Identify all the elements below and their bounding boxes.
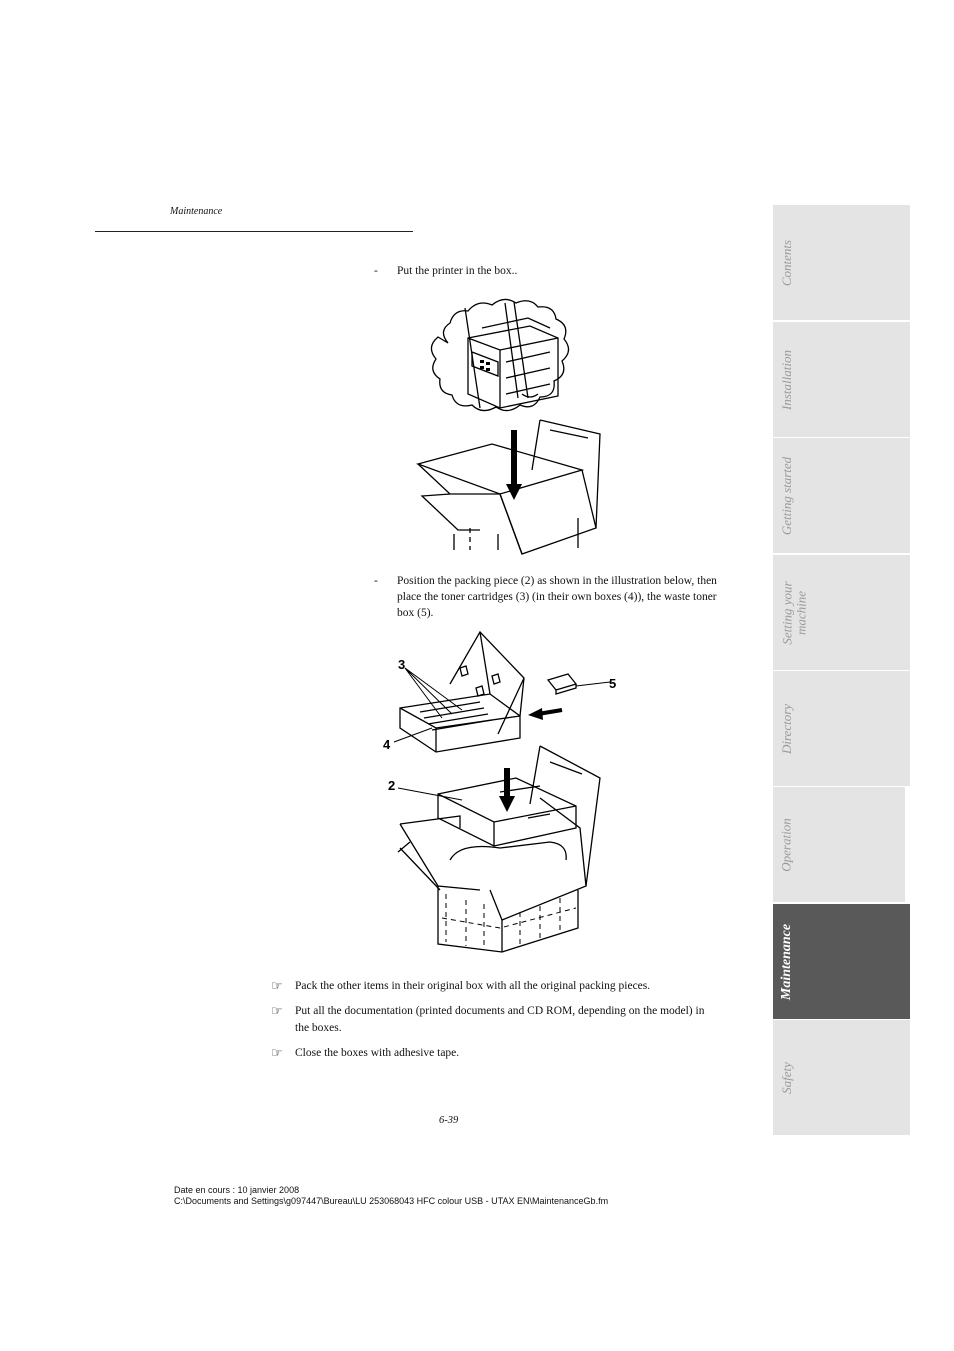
tab-maintenance[interactable]: Maintenance bbox=[773, 904, 910, 1019]
callout-5: 5 bbox=[609, 676, 616, 691]
step-1: - Put the printer in the box.. bbox=[374, 263, 754, 279]
footer-path: C:\Documents and Settings\g097447\Bureau… bbox=[174, 1196, 609, 1206]
note-1: ☞ Pack the other items in their original… bbox=[271, 978, 761, 996]
packing-pieces-illustration: 3 4 5 2 bbox=[383, 630, 616, 953]
tab-label: Installation bbox=[779, 349, 795, 410]
tab-label: Operation bbox=[779, 817, 795, 872]
step-dash: - bbox=[374, 265, 378, 277]
tab-label: Setting your machine bbox=[780, 581, 809, 644]
tab-label: Maintenance bbox=[779, 923, 795, 1000]
step-2: - Position the packing piece (2) as show… bbox=[374, 573, 759, 623]
callout-4: 4 bbox=[383, 737, 391, 752]
step-2-line-2: place the toner cartridges (3) (in their… bbox=[397, 591, 717, 603]
tab-getting-started[interactable]: Getting started bbox=[773, 438, 910, 553]
step-dash: - bbox=[374, 575, 378, 587]
tab-safety[interactable]: Safety bbox=[773, 1020, 910, 1135]
tab-installation[interactable]: Installation bbox=[773, 322, 910, 437]
header-section-label: Maintenance bbox=[170, 206, 223, 217]
tab-label: Directory bbox=[779, 703, 794, 754]
note-2-line-1: Put all the documentation (printed docum… bbox=[295, 1005, 705, 1017]
note-2-line-2: the boxes. bbox=[295, 1022, 342, 1034]
tab-label-line-2: machine bbox=[794, 590, 809, 635]
tab-setting-your-machine[interactable]: Setting your machine bbox=[773, 555, 910, 670]
step-1-text: Put the printer in the box.. bbox=[397, 265, 518, 277]
note-1-text: Pack the other items in their original b… bbox=[295, 980, 651, 992]
tab-operation[interactable]: Operation bbox=[773, 787, 905, 902]
step-2-line-1: Position the packing piece (2) as shown … bbox=[397, 575, 717, 587]
note-3-text: Close the boxes with adhesive tape. bbox=[295, 1047, 460, 1059]
printer-into-box-illustration bbox=[415, 298, 601, 555]
pointing-hand-icon: ☞ bbox=[271, 979, 283, 994]
header-rule bbox=[95, 231, 413, 232]
tab-contents[interactable]: Contents bbox=[773, 205, 910, 320]
tab-label: Getting started bbox=[779, 456, 795, 535]
callout-2: 2 bbox=[388, 778, 395, 793]
tab-label: Contents bbox=[779, 239, 795, 286]
pointing-hand-icon: ☞ bbox=[271, 1004, 283, 1019]
pointing-hand-icon: ☞ bbox=[271, 1046, 283, 1061]
tab-label: Safety bbox=[779, 1061, 795, 1094]
step-2-line-3: box (5). bbox=[397, 607, 434, 619]
callout-3: 3 bbox=[398, 657, 405, 672]
page-number: 6-39 bbox=[439, 1115, 459, 1126]
note-3: ☞ Close the boxes with adhesive tape. bbox=[271, 1045, 761, 1063]
footer-date: Date en cours : 10 janvier 2008 bbox=[174, 1185, 300, 1195]
note-2: ☞ Put all the documentation (printed doc… bbox=[271, 1003, 761, 1039]
tab-directory[interactable]: Directory bbox=[773, 671, 910, 786]
